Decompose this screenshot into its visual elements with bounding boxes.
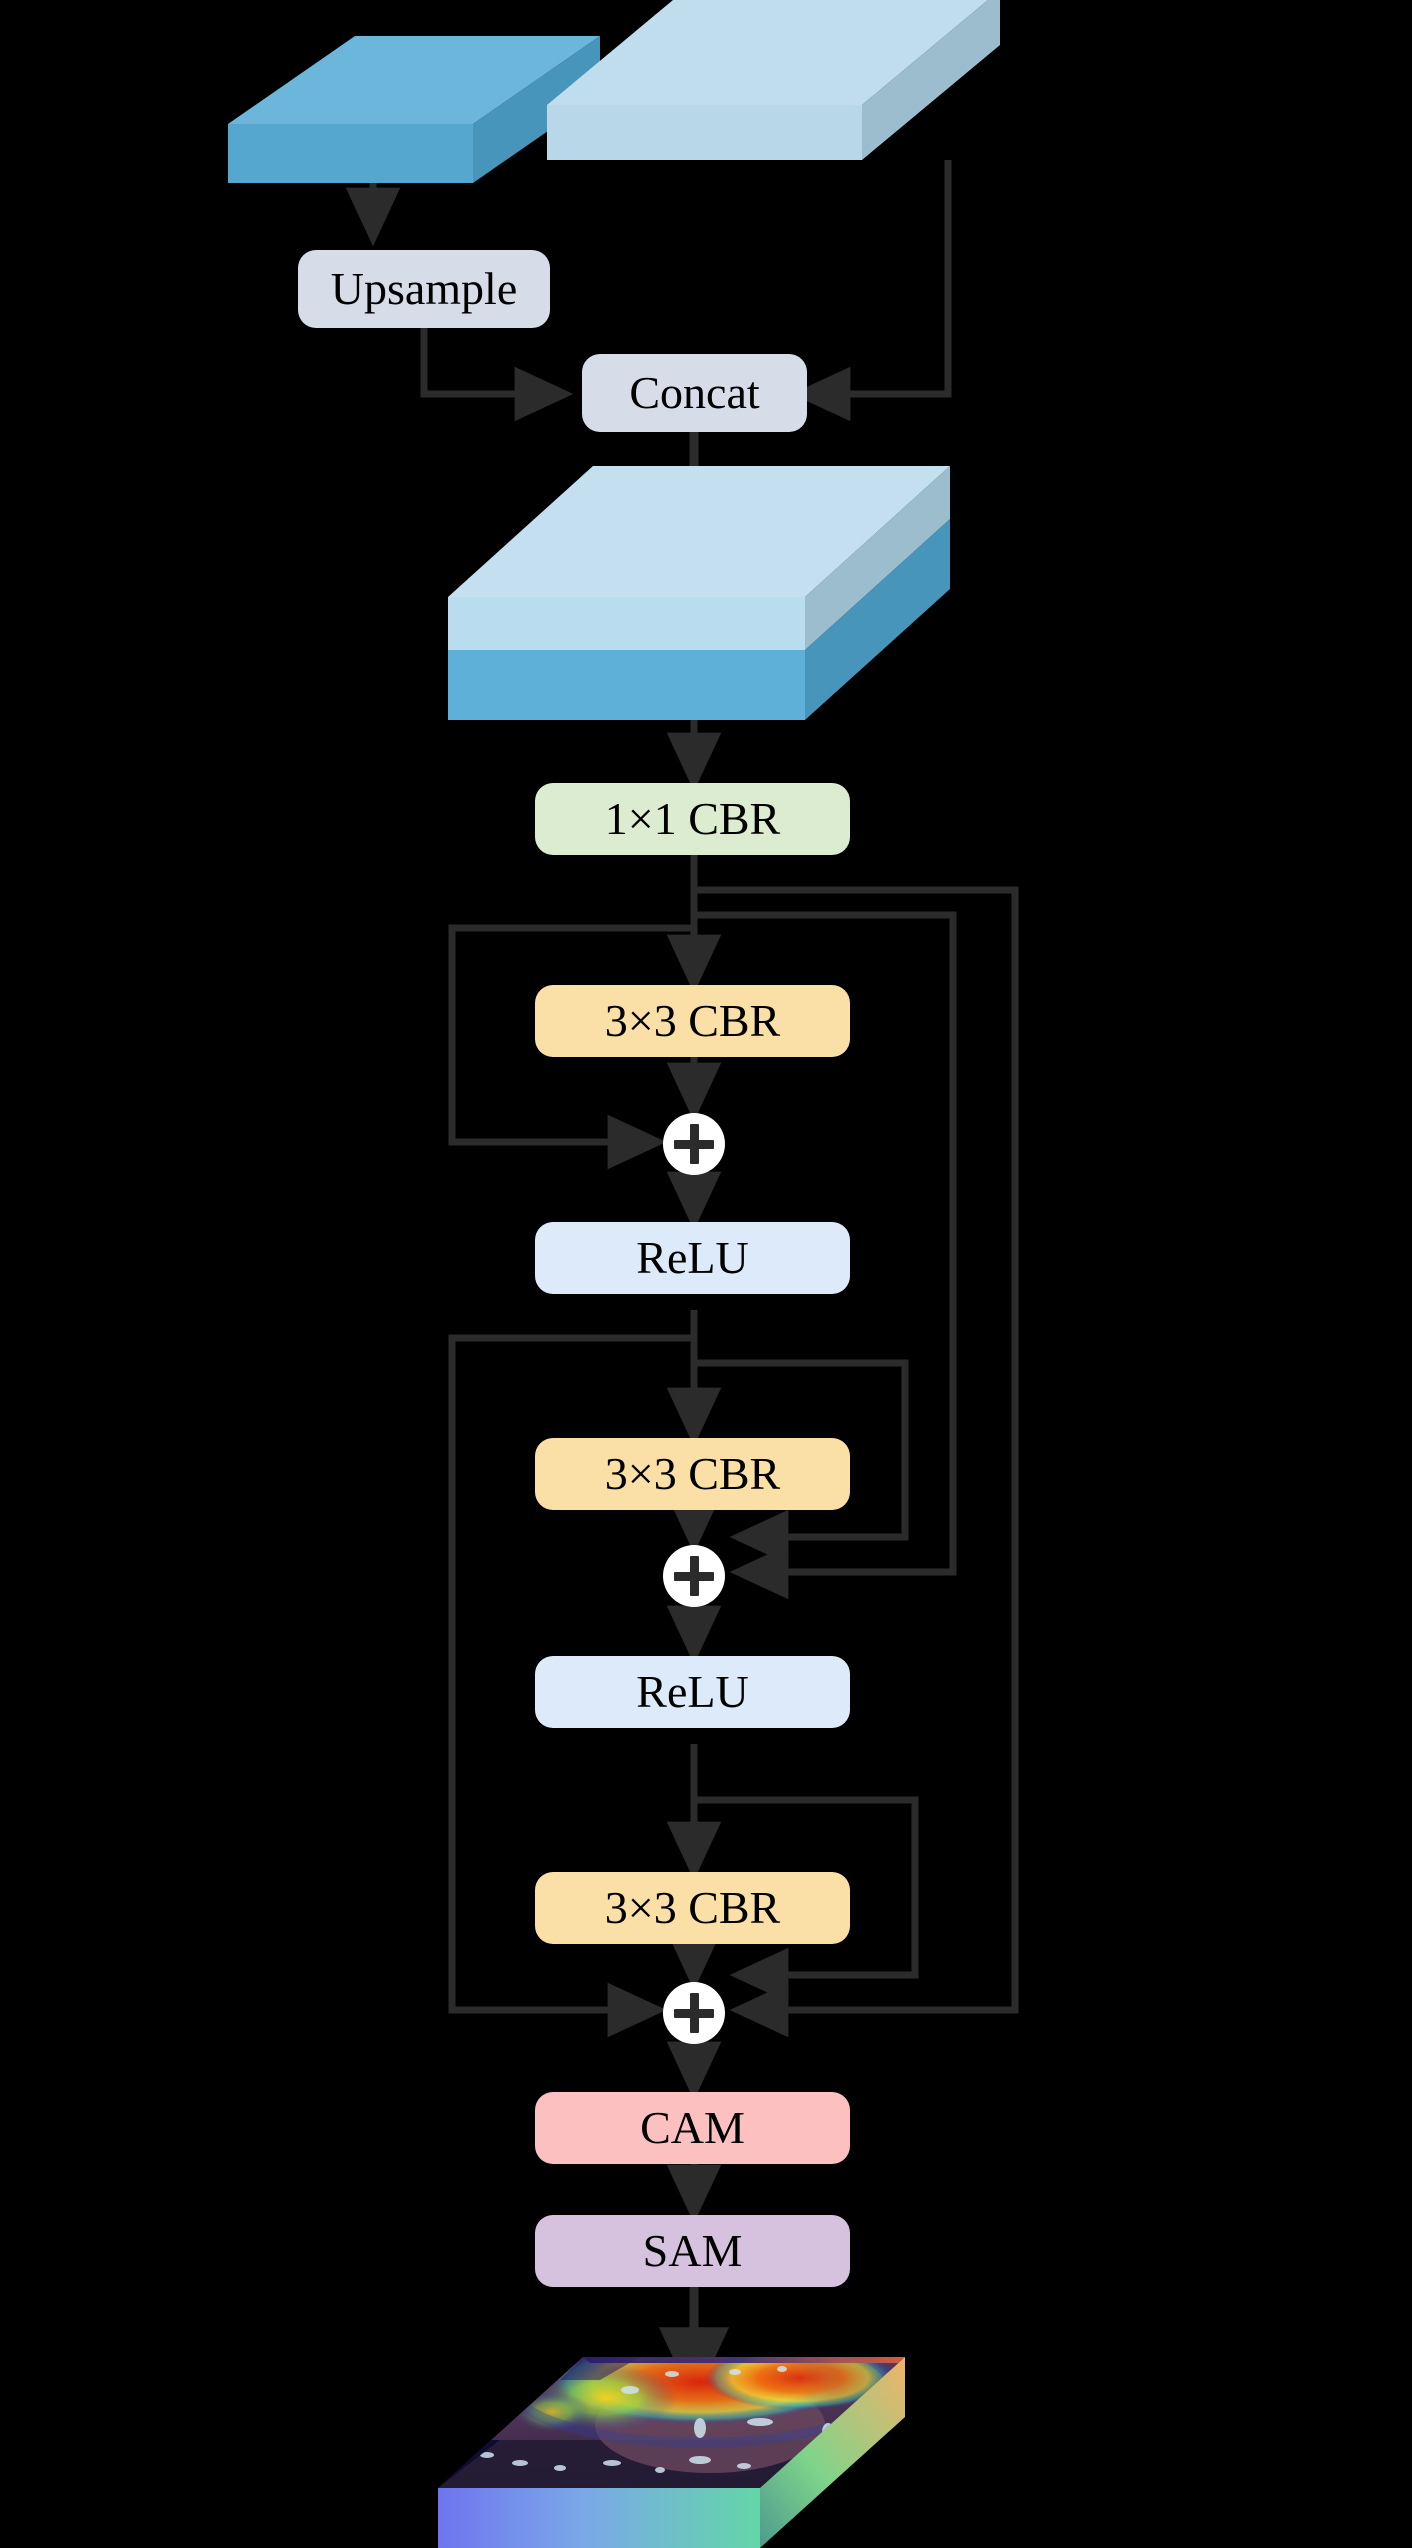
relu-label-a: ReLU [636,1232,749,1283]
edge-upsample-to-concat [420,328,574,422]
edge-skip-to-concat [791,160,952,422]
concat-node[interactable]: Concat [582,354,807,432]
plus-vertical-bar [689,1993,699,2033]
upsample-label: Upsample [330,263,518,314]
relu-node-b[interactable]: ReLU [535,1656,850,1728]
plus-vertical-bar [689,1124,699,1164]
add-node-1[interactable] [663,1113,725,1175]
cbr-3x3-node-b[interactable]: 3×3 CBR [535,1438,850,1510]
concat-label: Concat [629,367,760,418]
relu-node-a[interactable]: ReLU [535,1222,850,1294]
sam-node[interactable]: SAM [535,2215,850,2287]
add-node-3[interactable] [663,1982,725,2044]
cbr-3x3-node-a[interactable]: 3×3 CBR [535,985,850,1057]
cbr-3x3-label-a: 3×3 CBR [604,995,781,1046]
low-res-feature-block [228,36,600,183]
edge-outer-skip-to-add3 [694,886,1019,2038]
concatenated-feature-block [448,466,950,720]
cbr-3x3-label-c: 3×3 CBR [604,1882,781,1933]
edge-identity-skip-long-to-add3 [448,1334,694,2038]
cam-node[interactable]: CAM [535,2092,850,2164]
edge-short-skip-to-add3 [694,1796,919,2003]
relu-label-b: ReLU [636,1666,749,1717]
skip-feature-block [547,0,1000,160]
cbr-3x3-node-c[interactable]: 3×3 CBR [535,1872,850,1944]
upsample-node[interactable]: Upsample [298,250,550,328]
sam-label: SAM [642,2225,743,2276]
edge-medium-skip-to-add2 [694,911,957,1600]
attention-heatmap-output-block [438,2357,905,2548]
plus-vertical-bar [689,1556,699,1596]
edge-identity-skip-to-add1 [448,924,694,1170]
cbr-1x1-node[interactable]: 1×1 CBR [535,783,850,855]
cam-label: CAM [640,2102,745,2153]
edge-short-skip-to-add2 [694,1359,909,1565]
add-node-2[interactable] [663,1545,725,1607]
cbr-1x1-label: 1×1 CBR [604,793,781,844]
cbr-3x3-label-b: 3×3 CBR [604,1448,781,1499]
